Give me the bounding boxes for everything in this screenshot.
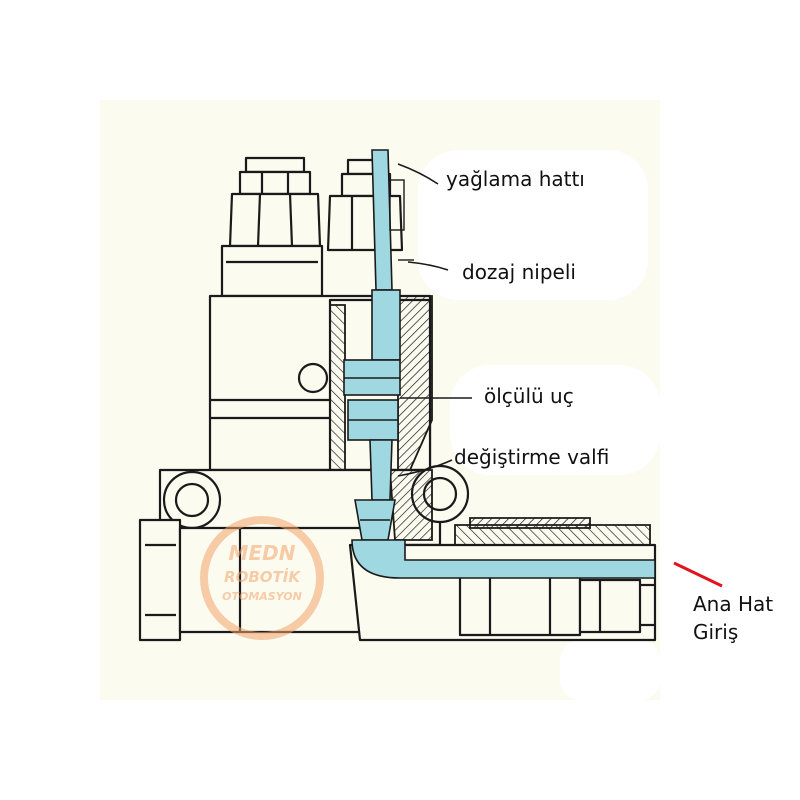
watermark-line3: OTOMASYON — [222, 590, 302, 603]
watermark-line1: MEDN — [229, 541, 296, 565]
label-pad-bottom — [560, 640, 660, 700]
pointer-degistirme-valfi — [397, 459, 453, 477]
watermark-logo: MEDN ROBOTİK OTOMASYON — [200, 516, 324, 640]
hatched-sections — [329, 295, 651, 546]
pointer-yaglama-hatti — [397, 163, 439, 185]
pointer-lines — [397, 163, 472, 477]
label-dozaj-nipeli: dozaj nipeli — [462, 260, 576, 284]
label-ana-hat-line1: Ana Hat — [693, 592, 774, 616]
fluid-channels — [343, 149, 656, 579]
watermark-line2: ROBOTİK — [224, 567, 301, 586]
pointer-ana-hat-giris — [673, 561, 723, 588]
label-pad-mid — [450, 365, 660, 475]
label-yaglama-hatti: yağlama hattı — [446, 167, 585, 191]
label-ana-hat-giris: Ana Hat Giriş — [693, 590, 773, 646]
fluid-details — [344, 179, 414, 521]
label-ana-hat-line2: Giriş — [693, 620, 739, 644]
label-degistirme-valfi: değiştirme valfi — [454, 445, 610, 469]
label-olculu-uc: ölçülü uç — [484, 384, 574, 408]
pointer-dozaj-nipeli — [407, 261, 449, 271]
label-pad-top — [418, 150, 648, 300]
